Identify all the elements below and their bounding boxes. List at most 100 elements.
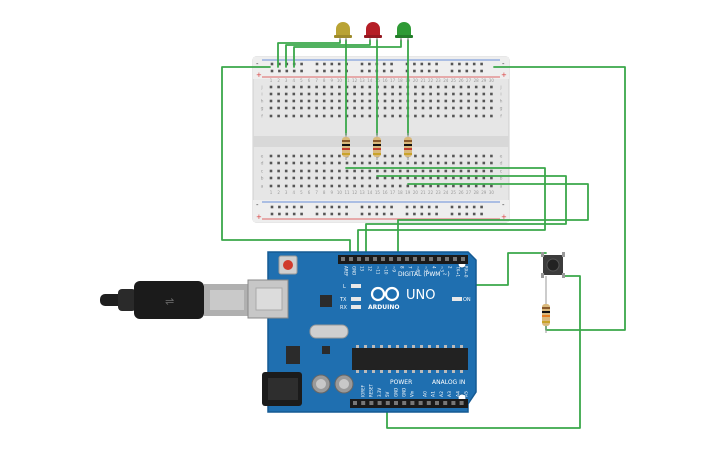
header-pin[interactable] (357, 257, 361, 261)
breadboard-hole[interactable] (277, 85, 280, 89)
breadboard-hole[interactable] (444, 184, 448, 188)
breadboard-hole[interactable] (360, 106, 364, 110)
breadboard-hole[interactable] (307, 161, 311, 165)
breadboard-hole[interactable] (353, 92, 356, 96)
rail-hole[interactable] (368, 69, 371, 73)
breadboard-hole[interactable] (406, 161, 410, 165)
header-pin[interactable] (461, 257, 465, 261)
rail-hole[interactable] (405, 69, 409, 73)
rail-hole[interactable] (382, 69, 386, 73)
rail-hole[interactable] (285, 69, 289, 73)
breadboard-hole[interactable] (391, 176, 394, 180)
breadboard-hole[interactable] (406, 169, 410, 173)
rail-hole[interactable] (323, 212, 326, 216)
breadboard-hole[interactable] (292, 114, 296, 118)
rail-hole[interactable] (292, 69, 296, 73)
rail-hole[interactable] (300, 212, 303, 216)
breadboard-hole[interactable] (459, 176, 463, 180)
rail-hole[interactable] (323, 62, 326, 66)
breadboard-hole[interactable] (277, 184, 280, 188)
rail-hole[interactable] (472, 69, 476, 73)
breadboard-hole[interactable] (444, 169, 448, 173)
breadboard-hole[interactable] (345, 184, 349, 188)
rail-hole[interactable] (292, 212, 296, 216)
breadboard-hole[interactable] (474, 106, 478, 110)
breadboard-hole[interactable] (482, 114, 486, 118)
breadboard-hole[interactable] (300, 99, 303, 103)
breadboard-hole[interactable] (277, 99, 280, 103)
breadboard-hole[interactable] (284, 85, 288, 89)
breadboard-hole[interactable] (284, 176, 288, 180)
rail-hole[interactable] (368, 212, 371, 216)
breadboard-hole[interactable] (315, 161, 318, 165)
breadboard-hole[interactable] (315, 106, 318, 110)
wire-rail-button[interactable] (493, 66, 626, 331)
header-pin[interactable] (426, 401, 431, 405)
breadboard-hole[interactable] (429, 85, 432, 89)
breadboard-hole[interactable] (436, 106, 440, 110)
breadboard-hole[interactable] (482, 169, 486, 173)
breadboard-hole[interactable] (421, 114, 425, 118)
header-pin[interactable] (418, 401, 423, 405)
breadboard-hole[interactable] (391, 184, 394, 188)
breadboard-hole[interactable] (345, 106, 349, 110)
breadboard-hole[interactable] (421, 161, 425, 165)
breadboard-hole[interactable] (360, 85, 364, 89)
breadboard-hole[interactable] (284, 106, 288, 110)
wire-signal-yellow[interactable] (345, 167, 546, 258)
breadboard-hole[interactable] (284, 92, 288, 96)
breadboard-hole[interactable] (300, 176, 303, 180)
rail-hole[interactable] (472, 62, 476, 66)
rail-hole[interactable] (368, 205, 371, 209)
header-pin[interactable] (353, 401, 357, 405)
header-pin[interactable] (341, 257, 345, 261)
rail-hole[interactable] (472, 212, 476, 216)
breadboard-hole[interactable] (338, 154, 341, 158)
breadboard-hole[interactable] (398, 99, 402, 103)
breadboard-hole[interactable] (322, 184, 326, 188)
breadboard-hole[interactable] (277, 92, 280, 96)
breadboard-hole[interactable] (391, 99, 394, 103)
breadboard-hole[interactable] (414, 161, 417, 165)
breadboard-hole[interactable] (482, 176, 486, 180)
breadboard-hole[interactable] (284, 114, 288, 118)
header-pin[interactable] (361, 401, 366, 405)
breadboard-hole[interactable] (338, 99, 341, 103)
breadboard-hole[interactable] (444, 161, 448, 165)
breadboard-hole[interactable] (300, 85, 303, 89)
breadboard-hole[interactable] (368, 154, 372, 158)
breadboard-hole[interactable] (459, 85, 463, 89)
breadboard-hole[interactable] (307, 169, 311, 173)
rail-hole[interactable] (337, 212, 341, 216)
breadboard-hole[interactable] (452, 169, 455, 173)
rail-hole[interactable] (330, 69, 334, 73)
rail-hole[interactable] (390, 212, 393, 216)
breadboard-hole[interactable] (429, 114, 432, 118)
breadboard-hole[interactable] (353, 106, 356, 110)
breadboard-hole[interactable] (406, 176, 410, 180)
breadboard-hole[interactable] (414, 85, 417, 89)
breadboard-hole[interactable] (330, 169, 334, 173)
breadboard-hole[interactable] (284, 161, 288, 165)
header-pin[interactable] (429, 257, 433, 261)
breadboard-hole[interactable] (277, 154, 280, 158)
breadboard-hole[interactable] (330, 161, 334, 165)
breadboard-hole[interactable] (322, 106, 326, 110)
rail-hole[interactable] (390, 205, 393, 209)
rail-hole[interactable] (435, 69, 438, 73)
breadboard-hole[interactable] (307, 154, 311, 158)
breadboard-hole[interactable] (368, 184, 372, 188)
breadboard-hole[interactable] (345, 169, 349, 173)
breadboard-hole[interactable] (376, 169, 379, 173)
header-pin[interactable] (394, 401, 398, 405)
breadboard-hole[interactable] (269, 154, 273, 158)
rail-hole[interactable] (300, 205, 303, 209)
breadboard-hole[interactable] (467, 161, 470, 165)
rail-hole[interactable] (472, 205, 476, 209)
rail-hole[interactable] (390, 62, 393, 66)
rail-hole[interactable] (368, 62, 371, 66)
breadboard-hole[interactable] (315, 92, 318, 96)
breadboard-hole[interactable] (322, 92, 326, 96)
breadboard-hole[interactable] (277, 176, 280, 180)
breadboard-hole[interactable] (360, 99, 364, 103)
